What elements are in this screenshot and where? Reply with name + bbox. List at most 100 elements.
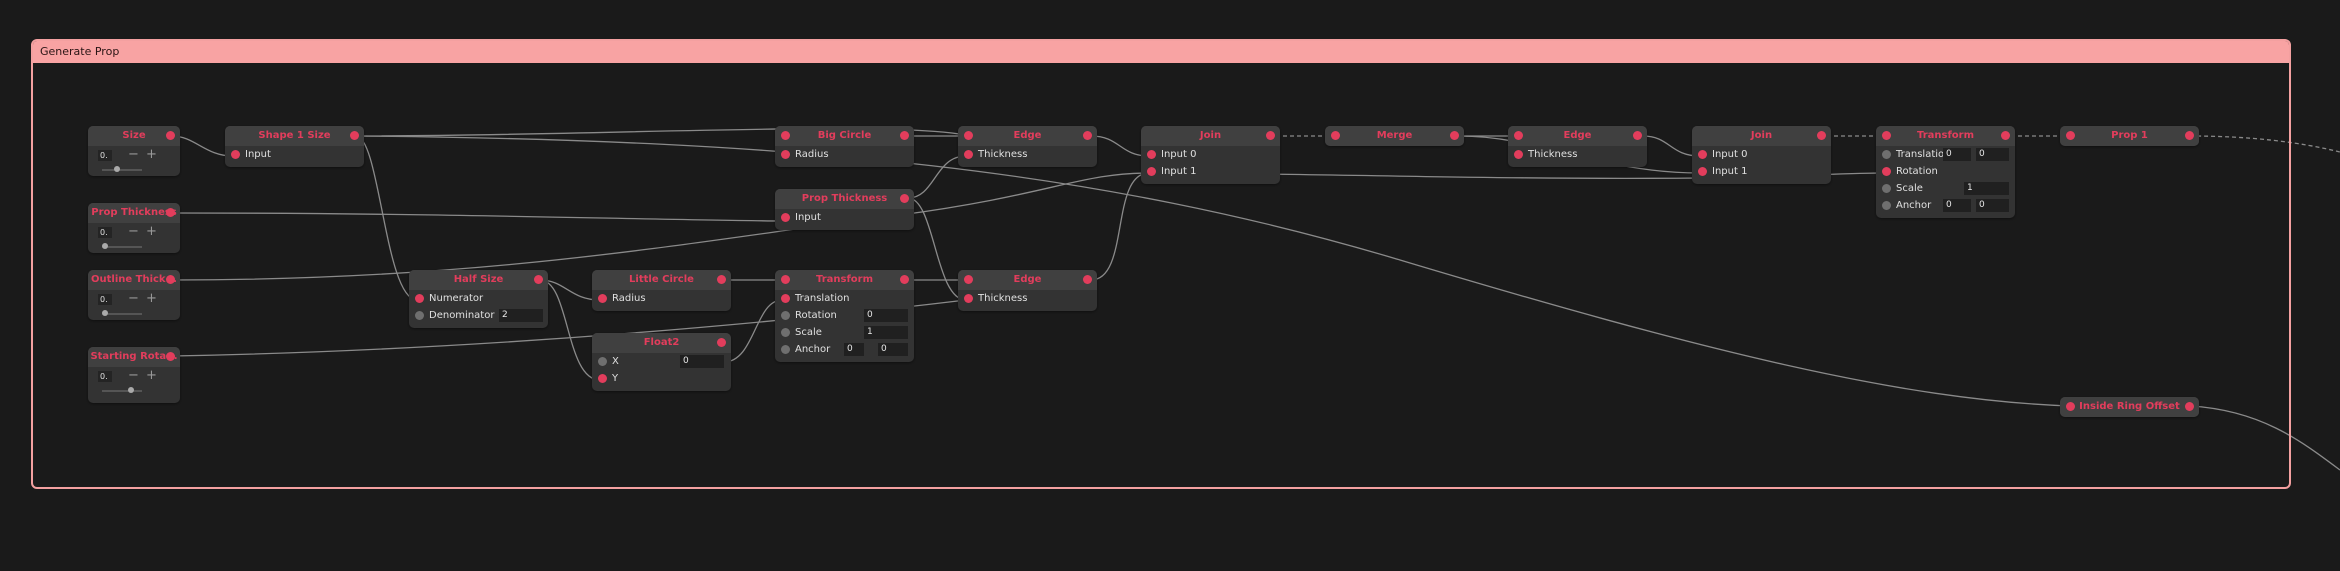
value-slider[interactable] (88, 307, 180, 317)
output-socket[interactable] (717, 275, 726, 284)
node-half-size[interactable]: Half Size Numerator Denominator 2 (409, 270, 548, 328)
input-socket[interactable] (781, 328, 790, 337)
slider-knob[interactable] (102, 243, 108, 249)
node-big-circle[interactable]: Big Circle Radius (775, 126, 914, 167)
output-socket[interactable] (900, 275, 909, 284)
output-socket[interactable] (717, 338, 726, 347)
node-inside-ring-offset[interactable]: Inside Ring Offset (2060, 397, 2199, 417)
anchor-y-field[interactable]: 0 (1976, 199, 2009, 212)
plus-icon[interactable]: + (146, 224, 157, 239)
x-field[interactable]: 0 (680, 355, 724, 368)
plus-icon[interactable]: + (146, 147, 157, 162)
input-socket[interactable] (598, 374, 607, 383)
value-stepper[interactable]: 0. − + (88, 367, 180, 384)
input-socket[interactable] (964, 275, 973, 284)
output-socket[interactable] (1817, 131, 1826, 140)
slider-knob[interactable] (128, 387, 134, 393)
input-socket[interactable] (415, 294, 424, 303)
node-edge-3[interactable]: Edge Thickness (1508, 126, 1647, 167)
output-socket[interactable] (2185, 402, 2194, 411)
input-socket[interactable] (598, 357, 607, 366)
input-socket[interactable] (1882, 150, 1891, 159)
input-socket[interactable] (231, 150, 240, 159)
input-socket[interactable] (598, 294, 607, 303)
value-stepper[interactable]: 0. − + (88, 223, 180, 240)
output-socket[interactable] (900, 131, 909, 140)
input-socket[interactable] (781, 294, 790, 303)
minus-icon[interactable]: − (128, 368, 139, 383)
output-socket[interactable] (1450, 131, 1459, 140)
scale-field[interactable]: 1 (1964, 182, 2009, 195)
input-socket[interactable] (415, 311, 424, 320)
anchor-x-field[interactable]: 0 (1943, 199, 1971, 212)
node-little-circle[interactable]: Little Circle Radius (592, 270, 731, 311)
stepper-value[interactable]: 0. (98, 294, 112, 305)
input-socket[interactable] (781, 311, 790, 320)
node-merge[interactable]: Merge (1325, 126, 1464, 146)
output-socket[interactable] (1266, 131, 1275, 140)
value-slider[interactable] (88, 384, 180, 394)
input-socket[interactable] (1882, 201, 1891, 210)
scale-field[interactable]: 1 (864, 326, 908, 339)
node-shape1-size[interactable]: Shape 1 Size Input (225, 126, 364, 167)
output-socket[interactable] (1083, 131, 1092, 140)
minus-icon[interactable]: − (128, 291, 139, 306)
plus-icon[interactable]: + (146, 368, 157, 383)
node-join-1[interactable]: Join Input 0 Input 1 (1141, 126, 1280, 184)
node-transform[interactable]: Transform Translation Rotation 0 Scale 1… (775, 270, 914, 362)
input-socket[interactable] (1147, 167, 1156, 176)
generate-prop-group[interactable]: Generate Prop (31, 39, 2291, 489)
rotation-field[interactable]: 0 (864, 309, 908, 322)
node-starting-rotation[interactable]: Starting Rota... 0. − + (88, 347, 180, 403)
output-socket[interactable] (1083, 275, 1092, 284)
anchor-x-field[interactable]: 0 (844, 343, 864, 356)
input-socket[interactable] (1698, 150, 1707, 159)
input-socket[interactable] (1882, 184, 1891, 193)
slider-knob[interactable] (102, 310, 108, 316)
input-socket[interactable] (2066, 131, 2075, 140)
node-size[interactable]: Size 0. − + (88, 126, 180, 176)
input-socket[interactable] (964, 131, 973, 140)
output-socket[interactable] (166, 352, 175, 361)
node-prop-thickness[interactable]: Prop Thickness Input (775, 189, 914, 230)
node-prop-1[interactable]: Prop 1 (2060, 126, 2199, 146)
value-stepper[interactable]: 0. − + (88, 146, 180, 163)
node-outline-thickness[interactable]: Outline Thick... 0. − + (88, 270, 180, 320)
value-slider[interactable] (88, 240, 180, 250)
input-socket[interactable] (1882, 131, 1891, 140)
input-socket[interactable] (964, 294, 973, 303)
output-socket[interactable] (166, 208, 175, 217)
input-socket[interactable] (1882, 167, 1891, 176)
input-socket[interactable] (1698, 167, 1707, 176)
output-socket[interactable] (2001, 131, 2010, 140)
input-socket[interactable] (781, 150, 790, 159)
input-socket[interactable] (781, 131, 790, 140)
input-socket[interactable] (1514, 150, 1523, 159)
node-edge-2[interactable]: Edge Thickness (958, 270, 1097, 311)
input-socket[interactable] (1147, 150, 1156, 159)
minus-icon[interactable]: − (128, 224, 139, 239)
slider-knob[interactable] (114, 166, 120, 172)
output-socket[interactable] (534, 275, 543, 284)
output-socket[interactable] (1633, 131, 1642, 140)
minus-icon[interactable]: − (128, 147, 139, 162)
stepper-value[interactable]: 0. (98, 371, 112, 382)
stepper-value[interactable]: 0. (98, 227, 112, 238)
input-socket[interactable] (1514, 131, 1523, 140)
output-socket[interactable] (2185, 131, 2194, 140)
input-socket[interactable] (1331, 131, 1340, 140)
input-socket[interactable] (781, 275, 790, 284)
input-socket[interactable] (2066, 402, 2075, 411)
node-transform-2[interactable]: Transform Translation 0 0 Rotation Scale… (1876, 126, 2015, 218)
output-socket[interactable] (166, 275, 175, 284)
anchor-y-field[interactable]: 0 (878, 343, 908, 356)
input-socket[interactable] (781, 345, 790, 354)
node-join-2[interactable]: Join Input 0 Input 1 (1692, 126, 1831, 184)
value-stepper[interactable]: 0. − + (88, 290, 180, 307)
output-socket[interactable] (900, 194, 909, 203)
node-edge-1[interactable]: Edge Thickness (958, 126, 1097, 167)
plus-icon[interactable]: + (146, 291, 157, 306)
stepper-value[interactable]: 0. (98, 150, 112, 161)
node-float2[interactable]: Float2 X 0 Y (592, 333, 731, 391)
translation-x-field[interactable]: 0 (1943, 148, 1971, 161)
